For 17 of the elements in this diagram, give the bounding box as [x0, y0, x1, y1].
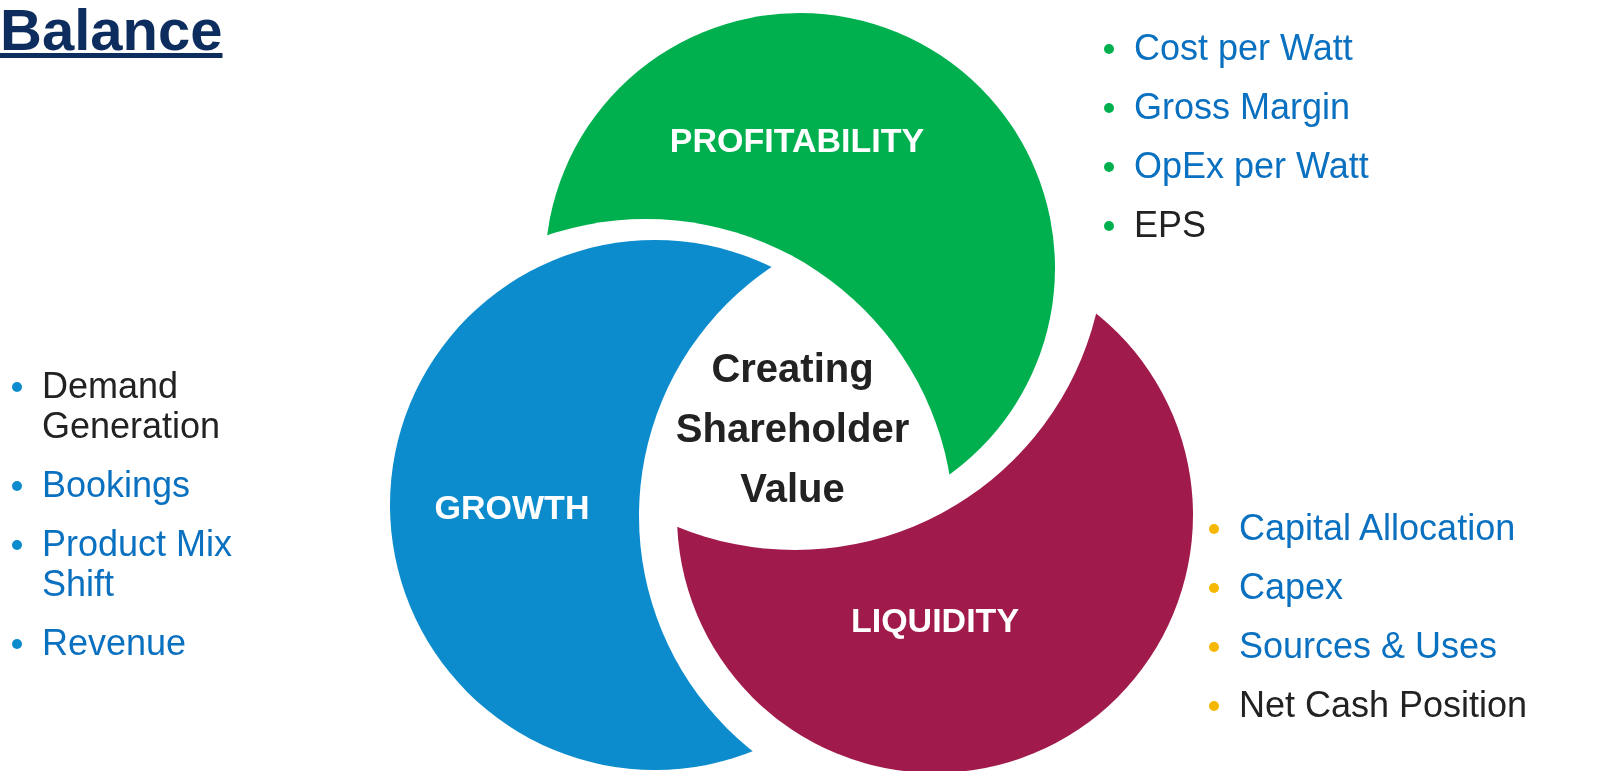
- metric-text: Revenue: [42, 623, 187, 663]
- metric-text: Bookings: [42, 465, 191, 505]
- category-label: GROWTH: [434, 487, 590, 527]
- metric-text: Sources & Uses: [1239, 626, 1498, 666]
- metric-text: Cost per Watt: [1134, 28, 1353, 68]
- metric-text: Demand Generation: [42, 366, 222, 446]
- category-label: PROFITABILITY: [669, 120, 925, 160]
- center-caption: Creating Shareholder Value: [674, 345, 911, 512]
- category-label: LIQUIDITY: [850, 600, 1020, 640]
- metric-text: Capex: [1239, 567, 1344, 607]
- metric-text: EPS: [1134, 205, 1207, 245]
- metric-text: Gross Margin: [1134, 87, 1351, 127]
- slide-title: Balance: [0, 0, 223, 63]
- metric-text: Net Cash Position: [1239, 685, 1528, 725]
- metric-text: Product Mix Shift: [42, 524, 234, 604]
- metric-text: Capital Allocation: [1239, 508, 1516, 548]
- metric-text: OpEx per Watt: [1134, 146, 1369, 186]
